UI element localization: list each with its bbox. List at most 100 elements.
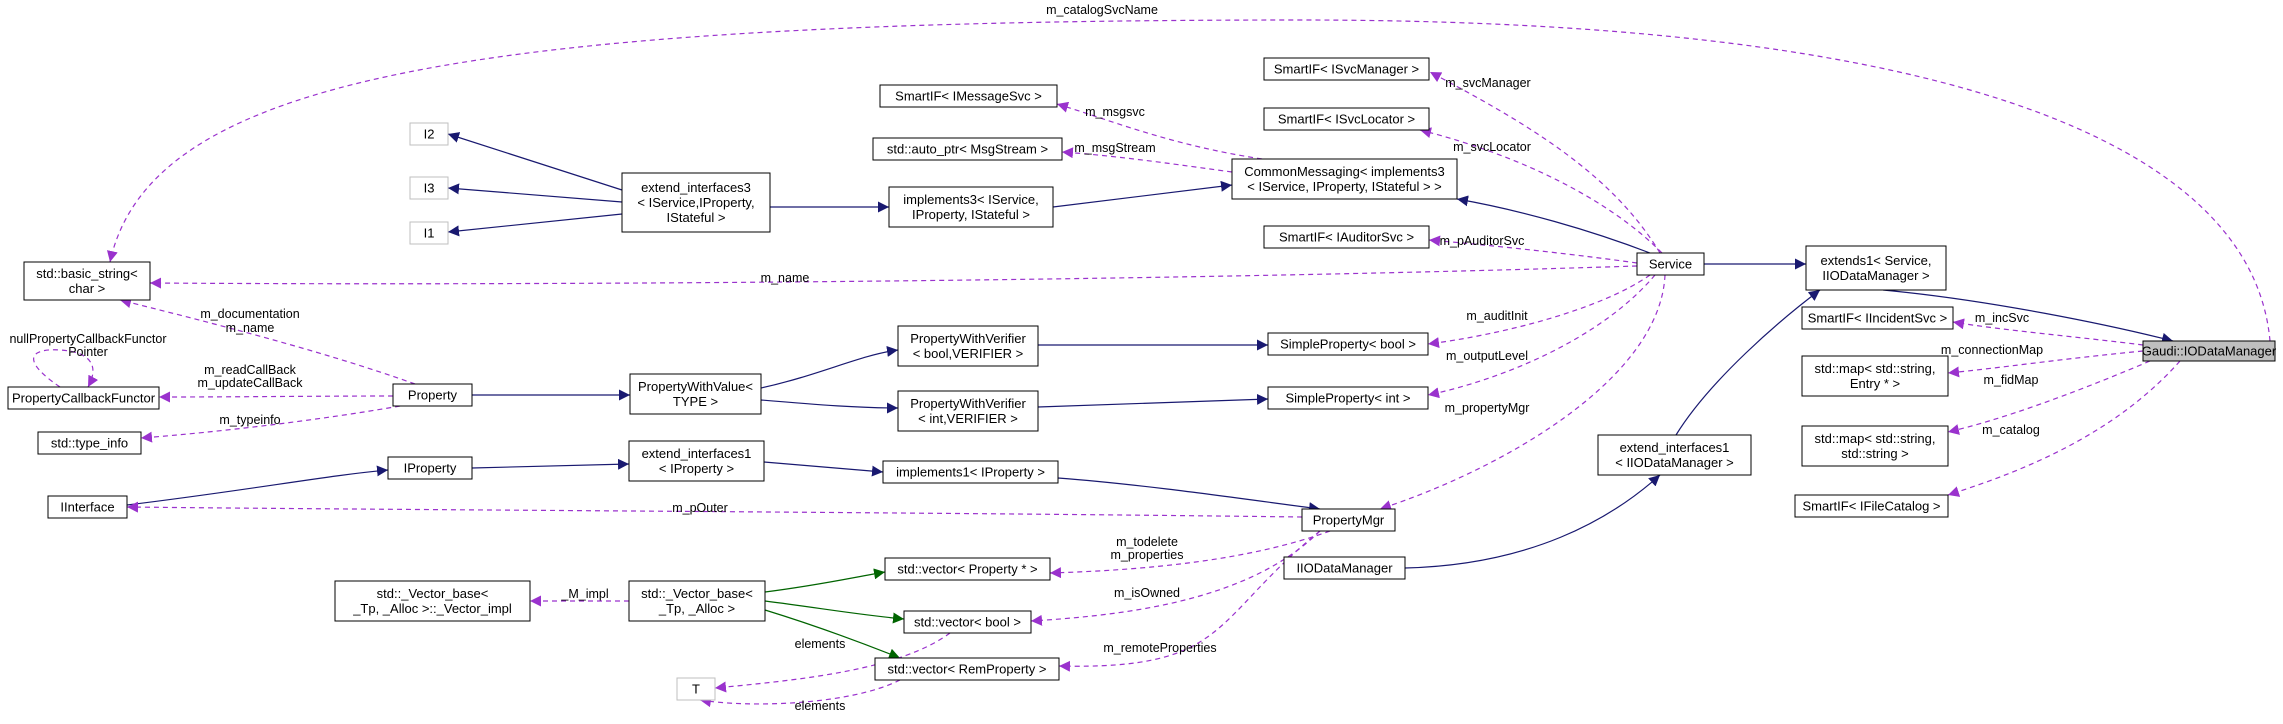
node-label: implements3< IService, [903, 192, 1038, 207]
node-box [882, 460, 1059, 484]
edge-label: m_auditInit [1466, 309, 1528, 323]
node-label: < bool,VERIFIER > [913, 346, 1024, 361]
edge-gaudi-to-map_string: m_fidMap [1947, 360, 2151, 435]
class-node-basicstring[interactable]: std::basic_string<char > [23, 261, 151, 301]
class-node-autoptr[interactable]: std::auto_ptr< MsgStream > [872, 137, 1063, 161]
edge-label: m_msgsvc [1085, 105, 1145, 119]
class-node-t[interactable]: T [676, 677, 716, 701]
class-node-pwv_bool[interactable]: PropertyWithVerifier< bool,VERIFIER > [897, 325, 1039, 367]
edge-label: m_updateCallBack [198, 376, 304, 390]
node-box [628, 440, 765, 482]
class-node-pwv_int[interactable]: PropertyWithVerifier< int,VERIFIER > [897, 390, 1039, 432]
class-node-map_entry[interactable]: std::map< std::string,Entry * > [1801, 355, 1949, 397]
node-box [628, 580, 766, 622]
node-box [1636, 252, 1705, 276]
node-label: < int,VERIFIER > [918, 411, 1018, 426]
node-box [1794, 494, 1949, 518]
node-box [872, 137, 1063, 161]
class-node-property[interactable]: Property [392, 383, 473, 407]
edge-extint1_iio-to-extends1 [1675, 289, 1821, 436]
node-box [1805, 245, 1947, 291]
node-label: CommonMessaging< implements3 [1244, 164, 1445, 179]
class-node-map_string[interactable]: std::map< std::string,std::string > [1801, 425, 1949, 467]
node-box [1801, 425, 1949, 467]
class-node-sp_svcloc[interactable]: SmartIF< ISvcLocator > [1263, 107, 1430, 131]
edge-label: m_incSvc [1975, 311, 2029, 325]
class-node-impl1[interactable]: implements1< IProperty > [882, 460, 1059, 484]
class-node-sp_msgsvc[interactable]: SmartIF< IMessageSvc > [879, 84, 1058, 108]
node-box [409, 122, 449, 146]
node-label: T [692, 682, 700, 697]
node-label: < IService,IProperty, [637, 195, 754, 210]
edge-propmgr-to-vec_rem: m_remoteProperties [1058, 530, 1321, 672]
node-label: < IIODataManager > [1615, 455, 1734, 470]
class-node-gaudi[interactable]: Gaudi::IODataManager [2142, 340, 2277, 362]
edge-line [447, 213, 623, 237]
node-label: SimpleProperty< bool > [1280, 337, 1416, 352]
class-node-vec_bool[interactable]: std::vector< bool > [903, 610, 1032, 634]
node-box [1301, 508, 1396, 532]
class-node-commonmsg[interactable]: CommonMessaging< implements3< IService, … [1231, 158, 1458, 200]
edge-iiodm-to-extint1_iio [1404, 474, 1661, 569]
edge-label: m_catalog [1982, 423, 2040, 437]
node-label: _Tp, _Alloc >::_Vector_impl [352, 601, 512, 616]
edge-line [714, 632, 951, 693]
edge-line [760, 399, 899, 414]
class-node-extends1[interactable]: extends1< Service,IIODataManager > [1805, 245, 1947, 291]
class-node-sp_auditor[interactable]: SmartIF< IAuditorSvc > [1263, 225, 1430, 249]
node-label: std::_Vector_base< [377, 586, 489, 601]
class-node-i3[interactable]: I3 [409, 176, 449, 200]
class-node-impl3[interactable]: implements3< IService,IProperty, IStatef… [888, 186, 1054, 228]
edge-line [699, 679, 901, 708]
class-node-service[interactable]: Service [1636, 252, 1705, 276]
edge-line [1427, 274, 1651, 349]
class-node-propcb[interactable]: PropertyCallbackFunctor [7, 386, 160, 410]
node-label: I1 [424, 226, 435, 241]
edge-gaudi-to-sp_incident: m_incSvc [1952, 311, 2144, 346]
class-node-sp_filecat[interactable]: SmartIF< IFileCatalog > [1794, 494, 1949, 518]
edge-pwv-to-pwv_int [760, 399, 899, 414]
edge-line [1947, 360, 2181, 497]
class-node-pwv[interactable]: PropertyWithValue<TYPE > [629, 373, 762, 415]
node-box [1267, 386, 1429, 410]
node-box [897, 325, 1039, 367]
class-node-i2[interactable]: I2 [409, 122, 449, 146]
edge-label: m_pAuditorSvc [1440, 234, 1525, 248]
class-node-extint1_iprop[interactable]: extend_interfaces1< IProperty > [628, 440, 765, 482]
node-label: SmartIF< IMessageSvc > [895, 89, 1042, 104]
class-node-iproperty[interactable]: IProperty [387, 456, 473, 480]
class-node-vec_prop[interactable]: std::vector< Property * > [884, 557, 1051, 581]
node-box [884, 557, 1051, 581]
class-node-sp_bool[interactable]: SimpleProperty< bool > [1267, 332, 1429, 356]
class-node-typeinfo[interactable]: std::type_info [37, 431, 142, 455]
class-node-sp_svcmgr[interactable]: SmartIF< ISvcManager > [1263, 57, 1430, 81]
node-label: < IService, IProperty, IStateful > > [1247, 179, 1442, 194]
class-node-sp_incident[interactable]: SmartIF< IIncidentSvc > [1801, 306, 1954, 330]
node-label: SmartIF< IFileCatalog > [1803, 499, 1941, 514]
class-node-extint1_iio[interactable]: extend_interfaces1< IIODataManager > [1597, 434, 1752, 476]
edge-label: m_outputLevel [1446, 349, 1528, 363]
node-box [392, 383, 473, 407]
edge-line [763, 461, 884, 477]
class-node-vectorbase_impl[interactable]: std::_Vector_base<_Tp, _Alloc >::_Vector… [334, 580, 531, 622]
class-node-vec_rem[interactable]: std::vector< RemProperty > [874, 657, 1060, 681]
node-box [409, 221, 449, 245]
class-node-iinterface[interactable]: IInterface [47, 495, 128, 519]
edge-label: m_name [226, 321, 275, 335]
edge-label: nullPropertyCallbackFunctor [9, 332, 166, 346]
class-node-sp_int[interactable]: SimpleProperty< int > [1267, 386, 1429, 410]
edge-service-to-sp_auditor: m_pAuditorSvc [1428, 234, 1638, 264]
edge-service-to-sp_int: m_outputLevel [1427, 274, 1656, 399]
edge-line [1049, 530, 1331, 579]
node-box [1263, 107, 1430, 131]
node-box [1263, 225, 1430, 249]
class-node-extint3[interactable]: extend_interfaces3< IService,IProperty,I… [621, 172, 771, 233]
class-node-propmgr[interactable]: PropertyMgr [1301, 508, 1396, 532]
class-node-vectorbase[interactable]: std::_Vector_base<_Tp, _Alloc > [628, 580, 766, 622]
class-node-i1[interactable]: I1 [409, 221, 449, 245]
node-label: std::type_info [51, 436, 128, 451]
edge-label: m_typeinfo [219, 413, 280, 427]
node-box [37, 431, 142, 455]
node-box [621, 172, 771, 233]
class-node-iiodm[interactable]: IIODataManager [1283, 556, 1406, 580]
